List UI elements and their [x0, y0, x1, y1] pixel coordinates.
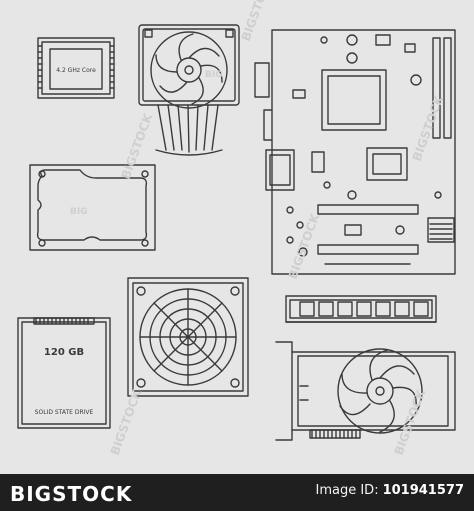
- cpu-chip: [37, 37, 115, 99]
- footer-brand-logo: BIGSTOCK: [10, 482, 133, 506]
- graphics-card: [275, 341, 456, 441]
- image-id: Image ID:101941577: [316, 483, 465, 498]
- water-block: [29, 164, 156, 251]
- cpu-cooler: [138, 24, 240, 156]
- image-id-value: 101941577: [382, 483, 464, 498]
- watermark-bigstock-4: BIGSTOCK: [286, 211, 323, 281]
- watermark-bigstock-3: BIGSTOCK: [410, 93, 447, 163]
- watermark-big: BIG: [70, 207, 88, 217]
- ssd-drive: [17, 317, 111, 429]
- motherboard: [254, 29, 456, 275]
- case-fan: [127, 277, 249, 397]
- ssd-label: SOLID STATE DRIVE: [35, 409, 94, 416]
- watermark-bigstock-1: BIGSTOCK: [239, 0, 276, 43]
- watermark-bigstock-6: BIGSTOCK: [392, 387, 429, 457]
- watermark-bigstock-2: BIGSTOCK: [119, 111, 156, 181]
- image-id-label: Image ID:: [315, 483, 379, 498]
- cpu-label: 4.2 GHz Core: [56, 67, 96, 74]
- hardware-line-art: 4.2 GHz Core 120 GB SOLID STATE DRIVE BI…: [17, 0, 456, 457]
- footer-bar: BIGSTOCK Image ID:101941577: [0, 474, 474, 511]
- ram-module: [285, 295, 437, 323]
- watermark-bigstock-5: BIGSTOCK: [108, 387, 145, 457]
- watermark-big-2: BIG: [205, 70, 223, 80]
- ssd-capacity: 120 GB: [44, 347, 84, 358]
